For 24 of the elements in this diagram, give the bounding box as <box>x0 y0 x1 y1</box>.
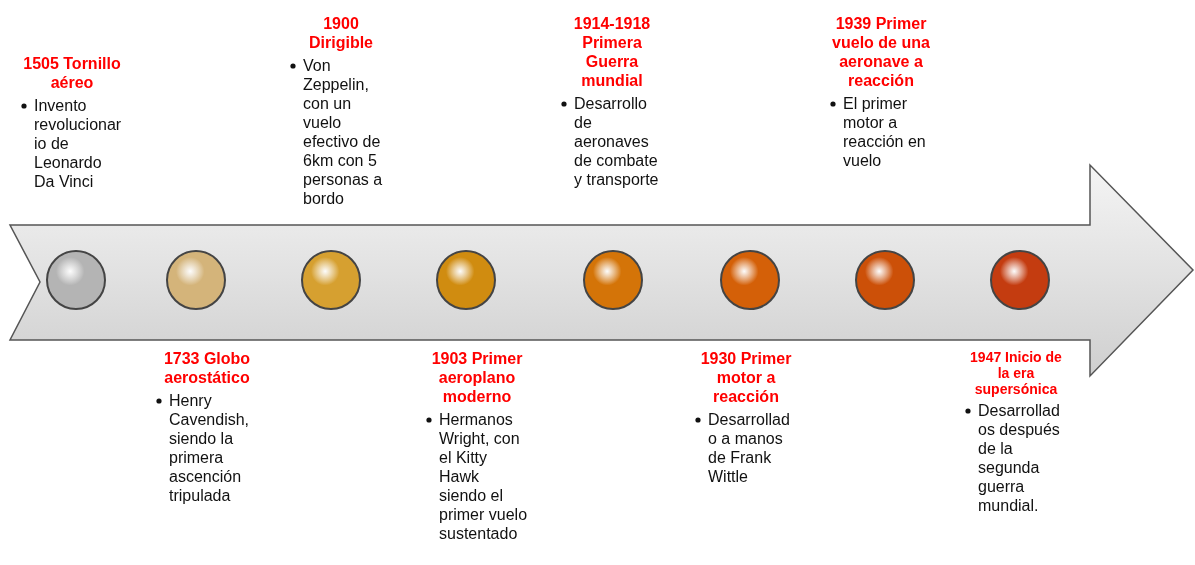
event-description: Desarrollados después de la segunda guerra mundial. <box>964 401 1068 515</box>
event-heading: 1900 Dirigible <box>308 14 374 52</box>
event-heading: 1903 Primer aeroplano moderno <box>430 349 524 406</box>
timeline-marker <box>854 249 916 311</box>
event-heading: 1939 Primer vuelo de una aeronave a reacción <box>831 14 931 90</box>
event-heading: 1947 Inicio de la era supersónica <box>969 349 1063 397</box>
event-heading: 1505 Tornillo aéreo <box>22 54 122 92</box>
event-heading: 1733 Globo aerostático <box>162 349 252 387</box>
event-description: Desarrollado a manos de Frank Wittle <box>694 410 798 486</box>
event-heading: 1914-1918 Primera Guerra mundial <box>572 14 652 90</box>
event-description: El primer motor a reacción en vuelo <box>829 94 933 170</box>
event-description: Von Zeppelin, con un vuelo efectivo de 6km con 5 personas a bordo <box>289 56 393 208</box>
timeline-marker <box>435 249 497 311</box>
event-description: Desarrollo de aeronaves de combate y transporte <box>560 94 664 189</box>
timeline-marker <box>45 249 107 311</box>
timeline-marker <box>989 249 1051 311</box>
event-description: Henry Cavendish, siendo la primera ascención tripulada <box>155 391 259 505</box>
event-heading: 1930 Primer motor a reacción <box>699 349 793 406</box>
timeline-marker <box>719 249 781 311</box>
timeline-marker <box>582 249 644 311</box>
event-description: Invento revolucionario de Leonardo Da Vinci <box>20 96 124 191</box>
timeline-marker <box>300 249 362 311</box>
event-description: Hermanos Wright, con el Kitty Hawk siendo el primer vuelo sustentado <box>425 410 529 543</box>
timeline-marker <box>165 249 227 311</box>
